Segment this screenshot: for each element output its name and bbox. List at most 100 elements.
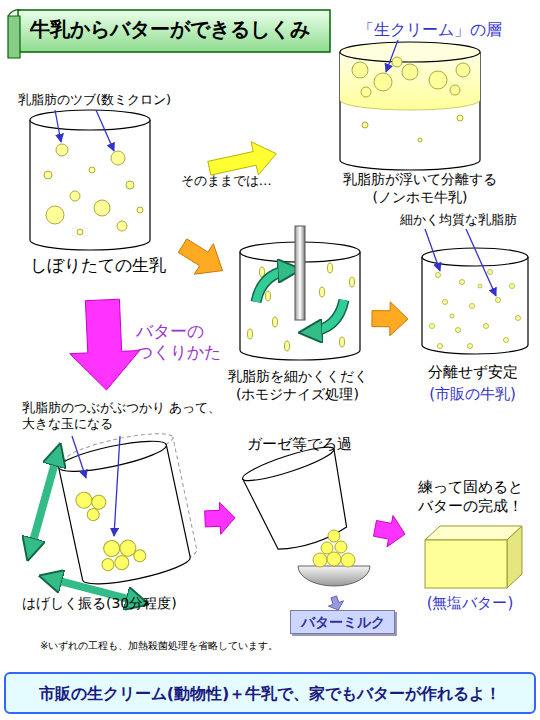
butter-front <box>425 540 507 588</box>
fat-fragment <box>340 337 345 347</box>
fat-globule <box>450 85 460 95</box>
cylinder-top <box>30 110 150 130</box>
annotation-label: ※いずれの工程も、加熱殺菌処理を省略しています。 <box>40 640 520 653</box>
fat-globule <box>362 122 368 128</box>
fat-globule <box>374 73 392 91</box>
cylinder-body <box>422 257 528 354</box>
callout-leader <box>55 110 61 142</box>
fat-fragment <box>320 287 325 297</box>
cylinder-top <box>340 42 480 62</box>
fine-globule <box>456 328 461 333</box>
butter-grain <box>133 549 147 563</box>
product-node: 練って固めると バターの完成！ (無塩バター) <box>405 478 535 615</box>
node-text: はげしく振る(30分程度) <box>22 595 205 613</box>
fat-fragment <box>350 277 355 287</box>
fine-globule <box>510 284 515 289</box>
flow-arrow <box>328 596 343 610</box>
fat-globules <box>44 144 143 235</box>
butter-grain <box>321 542 333 554</box>
butter-grain <box>102 539 121 558</box>
fine-globule <box>496 298 501 303</box>
fine-globule <box>470 304 475 309</box>
callout-leader <box>466 229 496 296</box>
cylinder-body <box>30 120 150 250</box>
stir-arrow-outline <box>256 270 292 302</box>
flow-arrow <box>374 516 406 547</box>
node-text: (市販の牛乳) <box>410 385 535 404</box>
butter-grain <box>328 530 340 542</box>
bowl <box>298 566 370 586</box>
node-text: 乳脂肪を細かくくだく (ホモジナイズ処理) <box>225 368 370 403</box>
fat-globule <box>361 87 371 97</box>
node-text: 練って固めると バターの完成！ <box>405 478 535 516</box>
butter-side <box>507 526 522 588</box>
container-node: 乳脂肪が浮いて分離する (ノンホモ牛乳) <box>330 35 510 210</box>
fat-globule <box>111 151 125 165</box>
arrow-label: そのままでは… <box>181 173 291 189</box>
raw-milk-cylinder <box>30 110 150 250</box>
callout-leader <box>425 229 440 271</box>
banner-roll <box>8 16 20 58</box>
fat-globule <box>429 71 447 89</box>
fat-globule <box>402 64 418 80</box>
fat-globule <box>46 206 64 224</box>
fat-globules <box>352 57 470 142</box>
fine-globule <box>460 280 465 285</box>
butter-grain <box>90 494 107 511</box>
fat-globule <box>56 144 68 156</box>
fat-globule <box>392 57 402 67</box>
annotation-label: 乳脂肪のツブ(数ミクロン) <box>18 92 218 108</box>
fat-globule <box>352 62 368 78</box>
callout-leader <box>72 436 86 478</box>
fat-globule <box>456 63 470 77</box>
butter-grain <box>86 507 100 521</box>
fine-globule <box>488 270 493 275</box>
fat-globule <box>418 138 422 142</box>
container-node: しぼりたての生乳 <box>15 110 180 275</box>
shaking-bottle <box>55 428 200 590</box>
annotation-label: 「生クリーム」の層 <box>358 20 528 40</box>
stir-arrow <box>308 300 344 332</box>
butter-grain <box>313 553 327 567</box>
fat-fragment <box>266 291 271 301</box>
fat-globule <box>137 207 143 213</box>
output-box: バターミルク <box>290 610 395 634</box>
callout-leaders <box>55 40 496 536</box>
summary-banner: 市販の生クリーム(動物性)＋牛乳で、家でもバターが作れるよ！ <box>4 672 536 714</box>
title-banner <box>18 10 330 52</box>
fat-globule <box>126 181 134 189</box>
fat-globule <box>457 115 463 121</box>
flow-arrow <box>70 299 140 390</box>
stir-arrow-outline <box>308 300 344 332</box>
banner-curl <box>8 10 20 16</box>
gauze-filter <box>240 441 359 557</box>
fat-fragment <box>273 317 278 327</box>
butter-grain <box>335 541 347 553</box>
fat-fragment <box>328 263 333 273</box>
cylinder-top <box>57 435 169 477</box>
callout-leader <box>386 40 398 72</box>
cream-boundary <box>340 100 480 110</box>
stir-arrow <box>256 270 292 302</box>
fat-globule <box>77 229 83 235</box>
separated-cylinder <box>340 42 480 170</box>
butter-top <box>425 526 522 540</box>
node-text: しぼりたての生乳 <box>15 255 180 276</box>
fine-globule <box>436 273 441 278</box>
flow-arrow <box>178 239 222 274</box>
fat-fragment <box>248 329 253 339</box>
node-text: ガーゼ等でろ過 <box>247 435 375 454</box>
fine-globules <box>430 270 521 349</box>
node-text: (無塩バター) <box>405 594 535 613</box>
container-node: 乳脂肪を細かくくだく (ホモジナイズ処理) <box>225 225 370 410</box>
butter-grain <box>114 554 131 571</box>
fine-globule <box>450 314 454 318</box>
callout-leader <box>114 436 120 536</box>
butter-block <box>425 526 522 588</box>
fat-globule <box>117 221 127 231</box>
butter-grain <box>75 491 94 510</box>
fat-globule <box>44 171 52 179</box>
fine-globule <box>438 344 443 349</box>
arrow-label: バターの つくりかた <box>136 321 226 364</box>
